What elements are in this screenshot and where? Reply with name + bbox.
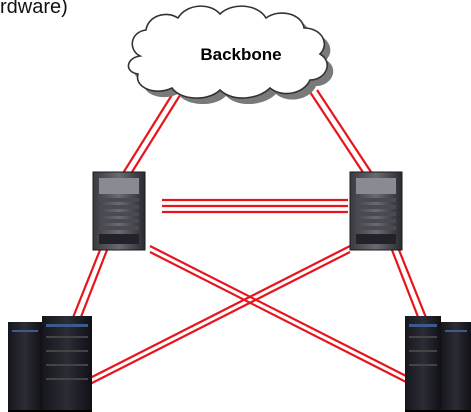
link-switch-right-server-right: [390, 249, 429, 323]
link-switch-left-server-right: [149, 245, 411, 385]
link-backbone-switch-right: [309, 89, 376, 181]
switch-right-icon: [349, 171, 403, 251]
switch-left-icon: [92, 171, 146, 251]
link-switch-right-server-left: [89, 245, 351, 385]
server-right-icon: [405, 316, 471, 412]
link-switch-left-server-left: [70, 249, 109, 323]
link-switch-left-switch-right: [162, 198, 348, 214]
server-left-icon: [8, 316, 92, 412]
cloud-icon: Backbone: [127, 5, 334, 105]
cloud-label: Backbone: [200, 45, 281, 64]
diagram-caption: rdware): [0, 0, 68, 18]
link-backbone-switch-left: [119, 89, 183, 181]
links-layer: [70, 89, 429, 385]
